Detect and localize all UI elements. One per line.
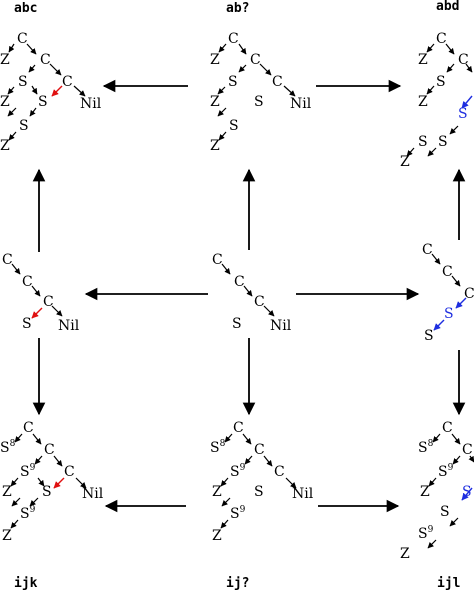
node-s8: S8 (210, 439, 226, 456)
node-c: C (228, 31, 239, 47)
node-s-blue: S (458, 106, 468, 122)
node-nil: Nil (270, 318, 292, 334)
node-s8: S8 (418, 439, 434, 456)
node-s: S (229, 118, 239, 134)
node-c: C (250, 52, 261, 68)
tree-middle-left: C C C S Nil (2, 252, 80, 334)
node-z: Z (210, 138, 220, 154)
node-z: Z (2, 484, 12, 500)
label-abc: abc (14, 1, 37, 16)
node-c: C (442, 264, 453, 280)
node-s: S (436, 74, 446, 90)
node-s-blue: S (462, 484, 472, 500)
node-c: C (272, 74, 283, 90)
red-arrow (31, 307, 43, 319)
blue-arrow (461, 95, 473, 109)
node-s: S (18, 74, 28, 90)
node-z: Z (400, 154, 410, 170)
label-ijk: ijk (14, 576, 38, 590)
node-c: C (64, 464, 75, 480)
node-z: Z (212, 484, 222, 500)
node-z: Z (2, 528, 12, 544)
node-c: C (254, 442, 265, 458)
label-abd: abd (436, 0, 459, 14)
node-z: Z (400, 546, 410, 562)
node-c: C (464, 286, 474, 302)
node-c: C (23, 420, 34, 436)
node-c: C (22, 274, 33, 290)
red-arrow (51, 85, 63, 97)
tree-ijl: C S8 C S9 Z S S S9 Z (400, 420, 474, 562)
label-ab-query: ab? (226, 1, 249, 16)
node-s9: S9 (438, 463, 454, 480)
label-ijl: ijl (437, 576, 460, 590)
node-s: S (38, 94, 48, 110)
node-nil: Nil (290, 96, 312, 112)
tree-middle-right: C C C S S (422, 242, 474, 344)
node-nil: Nil (58, 318, 80, 334)
node-c: C (436, 31, 447, 47)
red-arrow (53, 477, 65, 489)
node-s: S (19, 118, 29, 134)
node-z: Z (0, 138, 10, 154)
node-z: Z (210, 94, 220, 110)
node-s: S (254, 484, 264, 500)
node-c: C (40, 52, 51, 68)
tree-ij-query: C S8 C S9 C Z S Nil S9 Z (210, 420, 314, 544)
node-s-blue: S (444, 306, 454, 322)
tree-ijk: C S8 C S9 C Z S Nil S9 Z (0, 420, 104, 544)
node-z: Z (418, 94, 428, 110)
node-z: Z (212, 528, 222, 544)
node-nil: Nil (292, 486, 314, 502)
node-s: S (440, 504, 450, 520)
node-z: Z (0, 52, 10, 68)
main-arrows (32, 79, 466, 513)
node-c: C (458, 52, 469, 68)
node-s8: S8 (0, 439, 16, 456)
tree-abd: C Z C S Z S S S Z (400, 31, 473, 170)
node-c: C (44, 442, 55, 458)
node-s9: S9 (230, 505, 246, 522)
node-s9: S9 (20, 463, 36, 480)
blue-arrow (461, 487, 473, 501)
node-c: C (233, 420, 244, 436)
node-c: C (62, 74, 73, 90)
node-c: C (442, 420, 453, 436)
node-c: C (17, 31, 28, 47)
node-s9: S9 (418, 525, 434, 542)
node-s: S (228, 74, 238, 90)
node-c: C (274, 464, 285, 480)
node-z: Z (210, 52, 220, 68)
node-z: Z (420, 484, 430, 500)
tree-center: C C C S Nil (212, 252, 292, 334)
blue-arrow (433, 319, 445, 331)
node-s: S (42, 484, 52, 500)
node-z: Z (0, 94, 10, 110)
label-ij-query: ij? (226, 576, 249, 590)
node-z: Z (418, 52, 428, 68)
blue-arrow (455, 297, 467, 309)
node-c: C (422, 242, 433, 258)
node-nil: Nil (80, 96, 102, 112)
node-s: S (232, 316, 242, 332)
tree-ab-query: C Z C S C Z S Nil S Z (210, 31, 312, 154)
node-c: C (254, 294, 265, 310)
node-s9: S9 (20, 505, 36, 522)
node-c: C (212, 252, 223, 268)
node-c: C (43, 294, 54, 310)
node-s: S (438, 134, 448, 150)
node-nil: Nil (82, 486, 104, 502)
node-c: C (234, 274, 245, 290)
node-c: C (462, 442, 473, 458)
node-s: S (418, 134, 428, 150)
node-s9: S9 (230, 463, 246, 480)
node-s: S (254, 94, 264, 110)
node-s: S (424, 328, 434, 344)
tree-abc: C Z C S C Z S Nil S Z (0, 31, 102, 154)
node-s: S (22, 316, 32, 332)
node-c: C (2, 252, 13, 268)
